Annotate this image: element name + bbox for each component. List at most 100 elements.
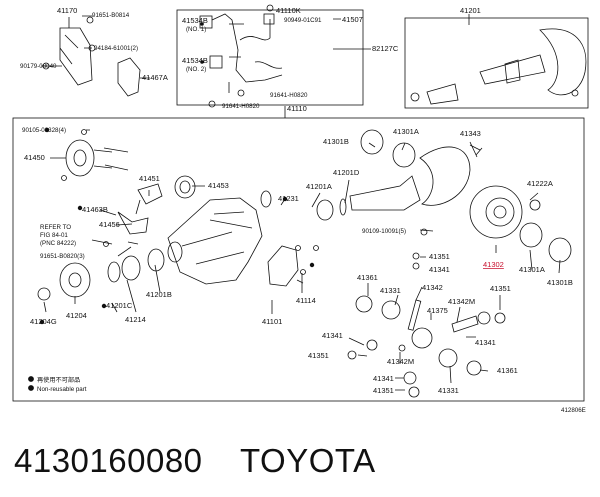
label-41467A: 41467A bbox=[142, 73, 168, 82]
washer-41351-b bbox=[408, 386, 420, 398]
label-41342M: 41342M bbox=[448, 297, 475, 306]
label-fig-84-01: FIG 84-01 bbox=[40, 232, 68, 239]
flange-41204 bbox=[59, 262, 91, 298]
label-41342: 41342 bbox=[422, 283, 443, 292]
gear-41361-a bbox=[355, 295, 373, 313]
ring-gear-subframe bbox=[404, 17, 589, 109]
bearing-41453 bbox=[174, 175, 196, 199]
label-41204G: 41204G bbox=[30, 317, 57, 326]
label-41375: 41375 bbox=[427, 306, 448, 315]
sensor-subframe bbox=[176, 9, 364, 106]
label-41351-d: 41351 bbox=[373, 386, 394, 395]
label-41114: 41114 bbox=[296, 296, 316, 305]
differential-carrier bbox=[167, 197, 263, 285]
label-90105-08328: 90105-08328(4) bbox=[22, 127, 66, 134]
cover-41114 bbox=[267, 245, 299, 287]
washer-41201C bbox=[107, 261, 121, 283]
washer-41341-a bbox=[366, 339, 378, 351]
label-41361: 41361 bbox=[357, 273, 378, 282]
label-82127C: 82127C bbox=[372, 44, 399, 53]
label-41110: 41110 bbox=[287, 104, 307, 113]
label-41451: 41451 bbox=[139, 174, 160, 183]
label-41351-b: 41351 bbox=[490, 284, 511, 293]
bracket-41170 bbox=[59, 27, 93, 86]
label-41101: 41101 bbox=[262, 317, 282, 326]
legend-non-reusable: Non-reusable part bbox=[37, 386, 87, 393]
label-90949-01C91: 90949-01C91 bbox=[284, 17, 322, 24]
label-41201B: 41201B bbox=[146, 290, 172, 299]
gear-41375 bbox=[411, 327, 433, 349]
footer: 4130160080 TOYOTA bbox=[0, 432, 600, 492]
figure-id: 412806E bbox=[561, 407, 586, 414]
washer-41341-b bbox=[403, 371, 417, 385]
legend-japanese: 再使用不可部品 bbox=[37, 376, 80, 384]
label-41534B-2: 41534B bbox=[182, 56, 208, 65]
label-41301A-right: 41301A bbox=[519, 265, 545, 274]
label-41201D: 41201D bbox=[333, 168, 360, 177]
label-41301B-right: 41301B bbox=[547, 278, 573, 287]
label-41204: 41204 bbox=[66, 311, 87, 320]
label-94184-61001: 94184-61001(2) bbox=[94, 45, 138, 52]
pin-41342M bbox=[451, 315, 479, 333]
drive-pinion bbox=[349, 175, 421, 211]
label-90109-10091: 90109-10091(5) bbox=[362, 228, 406, 235]
label-41301B: 41301B bbox=[323, 137, 349, 146]
seal-41214 bbox=[121, 255, 141, 281]
label-refer-to: REFER TO bbox=[40, 224, 71, 231]
label-41361-b: 41361 bbox=[497, 366, 518, 375]
washer-41351-a bbox=[347, 350, 357, 360]
label-41201C: 41201C bbox=[106, 301, 133, 310]
label-41450: 41450 bbox=[24, 153, 45, 162]
part-number: 4130160080 bbox=[14, 442, 203, 479]
label-no2: (NO. 2) bbox=[186, 66, 206, 73]
seal-41301B bbox=[360, 129, 384, 155]
bearing-41301A-right bbox=[519, 222, 543, 248]
label-91641-H0820-1: 91641-H0820 bbox=[270, 92, 308, 99]
label-41453: 41453 bbox=[208, 181, 229, 190]
shim-41201D bbox=[339, 198, 347, 216]
gear-41331-a bbox=[381, 300, 401, 320]
bearing-41201A bbox=[316, 199, 334, 221]
bearing-41201B bbox=[147, 248, 165, 272]
label-41456: 41456 bbox=[99, 220, 120, 229]
gear-41331-b bbox=[438, 348, 458, 368]
seal-41301B-right bbox=[548, 237, 572, 263]
hose-41467A bbox=[117, 57, 141, 97]
label-pnc-84222: (PNC 84222) bbox=[40, 240, 76, 247]
label-41231: 41231 bbox=[278, 194, 299, 203]
label-41301A: 41301A bbox=[393, 127, 419, 136]
sensor-harness bbox=[211, 13, 283, 83]
brand-name: TOYOTA bbox=[240, 442, 376, 479]
ring-gear-41201 bbox=[419, 146, 471, 206]
label-41302-highlighted[interactable]: 41302 bbox=[483, 260, 504, 269]
label-41214: 41214 bbox=[125, 315, 146, 324]
case-41302 bbox=[469, 185, 523, 239]
main-frame bbox=[12, 117, 585, 402]
label-41331: 41331 bbox=[380, 286, 401, 295]
spacer-41231 bbox=[260, 190, 272, 208]
label-90179-08040: 90179-08040 bbox=[20, 63, 57, 70]
label-91651-B0814: 91651-B0814 bbox=[92, 12, 130, 19]
label-41222A: 41222A bbox=[527, 179, 553, 188]
bearing-41301A bbox=[392, 142, 416, 168]
label-41201A: 41201A bbox=[306, 182, 332, 191]
label-41341-c: 41341 bbox=[322, 331, 343, 340]
label-41110K: 41110K bbox=[276, 6, 301, 15]
shaft-41342 bbox=[407, 299, 422, 331]
nut-41204G bbox=[37, 287, 51, 301]
label-41351-c: 41351 bbox=[308, 351, 329, 360]
label-41341-d: 41341 bbox=[373, 374, 394, 383]
gear-41361-b bbox=[466, 360, 482, 376]
flange-41450 bbox=[65, 139, 95, 177]
label-41351: 41351 bbox=[429, 252, 450, 261]
label-91641-H0820-2: 91641-H0820 bbox=[222, 103, 260, 110]
label-no1: (NO. 1) bbox=[186, 26, 206, 33]
bracket-41451 bbox=[135, 183, 163, 215]
label-41341: 41341 bbox=[429, 265, 450, 274]
label-41342M-b: 41342M bbox=[387, 357, 414, 366]
label-91651-B0820: 91651-B0820(3) bbox=[40, 253, 85, 260]
label-41341-b: 41341 bbox=[475, 338, 496, 347]
parts-diagram: 41170 91651-B0814 94184-61001(2) 90179-0… bbox=[12, 4, 589, 414]
label-41170: 41170 bbox=[57, 6, 77, 15]
label-41331-b: 41331 bbox=[438, 386, 459, 395]
